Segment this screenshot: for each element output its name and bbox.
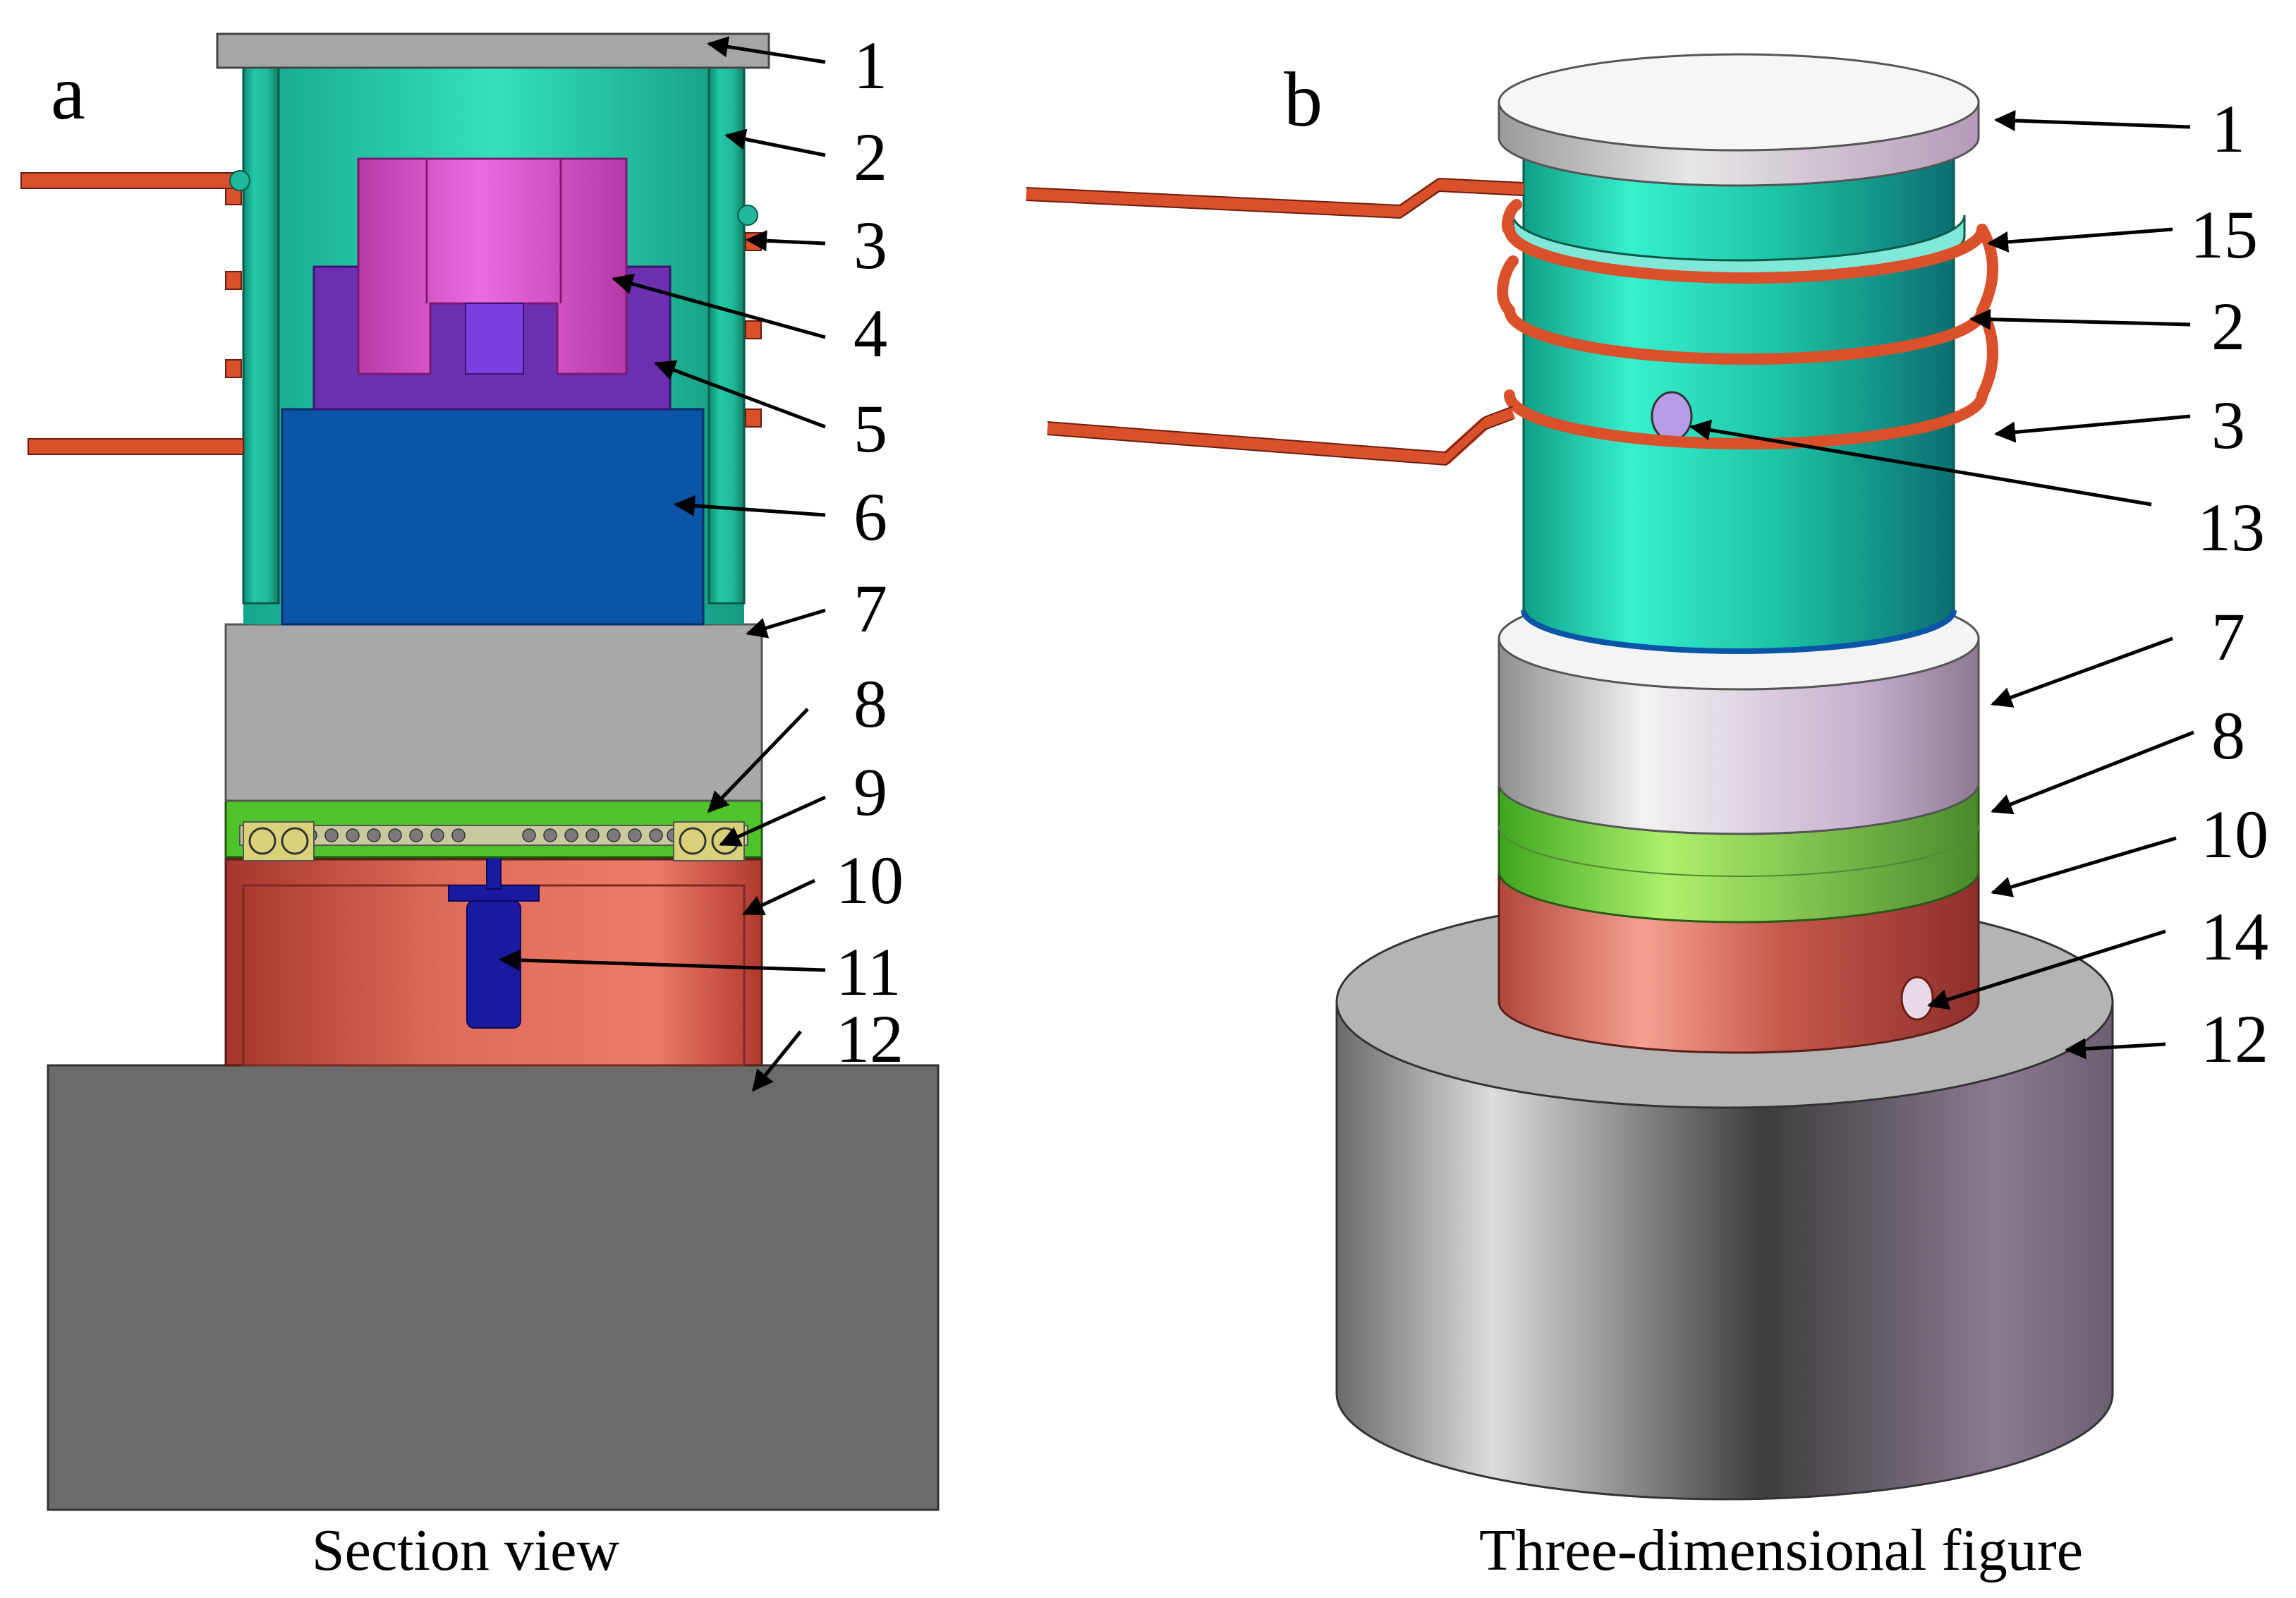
- panel-b-label: b: [1284, 56, 1323, 143]
- callout-a-10: 10: [836, 842, 904, 918]
- bearing-housing-left: [243, 821, 315, 861]
- bearing-track: [239, 825, 748, 846]
- panel-b: b: [1026, 53, 2268, 1583]
- callout-numbers-a: 1 2 3 4 5 6 7 8 9 10 11 12: [836, 28, 904, 1077]
- base-platform: [47, 1064, 940, 1511]
- callout-a-8: 8: [854, 666, 887, 742]
- panel-a: a: [20, 28, 940, 1583]
- top-plate: [216, 32, 770, 69]
- lid: [1498, 53, 1980, 187]
- magenta-crucible: [357, 157, 628, 375]
- callout-arrows-b: [1689, 109, 2194, 1060]
- red-band: [1498, 870, 1980, 1054]
- callout-a-12: 12: [836, 1001, 904, 1077]
- callout-b-12: 12: [2201, 1001, 2268, 1077]
- callout-a-11: 11: [836, 934, 901, 1010]
- coil-leads-b: [1026, 178, 1524, 465]
- callout-a-5: 5: [854, 391, 887, 466]
- callout-b-14: 14: [2201, 899, 2268, 974]
- callout-a-2: 2: [854, 119, 887, 195]
- callout-b-13: 13: [2197, 490, 2265, 565]
- bearing-housing-right: [673, 821, 745, 861]
- teal-wall-right: [707, 66, 746, 605]
- callout-b-7: 7: [2211, 599, 2245, 674]
- callout-arrows-a: [499, 36, 827, 1092]
- callout-b-10: 10: [2201, 797, 2268, 872]
- callout-a-3: 3: [854, 207, 887, 283]
- teal-wall-left: [242, 66, 280, 605]
- coil-sections-left: [225, 186, 242, 378]
- callout-b-3: 3: [2211, 387, 2245, 463]
- callout-b-8: 8: [2211, 698, 2245, 773]
- callout-b-2: 2: [2211, 289, 2245, 364]
- panel-a-label: a: [51, 49, 85, 135]
- teal-cylinder: [1512, 147, 1966, 654]
- gray-block: [224, 623, 763, 802]
- callout-a-6: 6: [854, 479, 887, 555]
- coil-leads-b-outline: [1026, 177, 1524, 466]
- callout-a-7: 7: [854, 571, 887, 646]
- coil-lead-upper: [20, 172, 237, 189]
- crucible-insert: [465, 303, 524, 375]
- panel-b-caption: Three-dimensional figure: [1479, 1518, 2083, 1583]
- induction-coil: [1497, 199, 1998, 450]
- callout-numbers-b: 1 15 2 3 13 7 8 10 14 12: [2190, 91, 2268, 1077]
- callout-a-1: 1: [854, 28, 887, 103]
- sensor-hole: [1900, 976, 1934, 1021]
- callout-a-9: 9: [854, 754, 887, 830]
- callout-a-4: 4: [854, 296, 887, 371]
- callout-b-15: 15: [2190, 197, 2258, 272]
- panel-a-caption: Section view: [312, 1518, 620, 1583]
- blue-block: [281, 408, 705, 626]
- coil-lead-lower: [28, 438, 244, 455]
- viewing-hole: [1651, 391, 1693, 442]
- callout-b-1: 1: [2211, 91, 2245, 167]
